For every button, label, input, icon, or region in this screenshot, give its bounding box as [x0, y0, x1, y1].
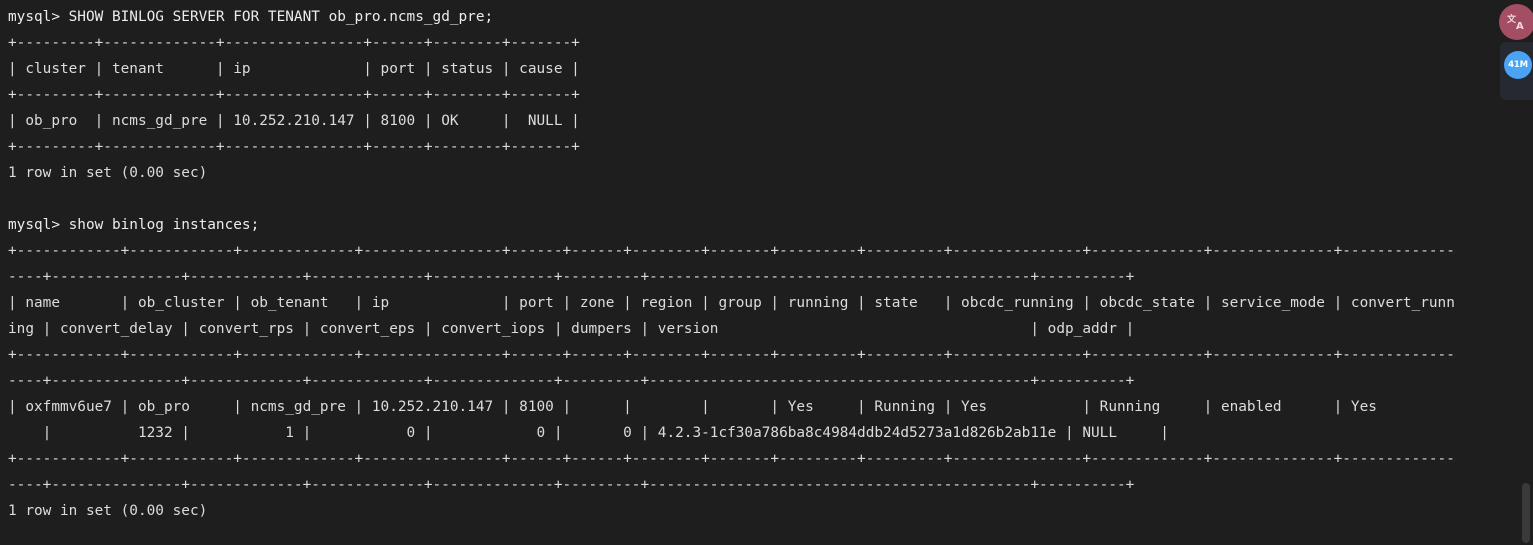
table-border-line: ----+---------------+-------------+-----… — [8, 269, 1135, 285]
table-border-line: ----+---------------+-------------+-----… — [8, 373, 1135, 389]
svg-text:文: 文 — [1506, 13, 1517, 25]
command-line: mysql> show binlog instances; — [8, 217, 260, 233]
result-summary-line: 1 row in set (0.00 sec) — [8, 503, 208, 519]
table-row-line: | ob_pro | ncms_gd_pre | 10.252.210.147 … — [8, 113, 580, 129]
table-row-line: | 1232 | 1 | 0 | 0 | 0 | 4.2.3-1cf30a786… — [8, 425, 1169, 441]
translate-button[interactable]: 文 A — [1499, 4, 1533, 40]
table-border-line: +---------+-------------+---------------… — [8, 87, 580, 103]
table-border-line: +---------+-------------+---------------… — [8, 35, 580, 51]
command-line: mysql> SHOW BINLOG SERVER FOR TENANT ob_… — [8, 9, 494, 25]
memory-badge[interactable]: 41M — [1504, 51, 1532, 79]
scrollbar-thumb[interactable] — [1522, 483, 1530, 543]
table-row-line: ing | convert_delay | convert_rps | conv… — [8, 321, 1135, 337]
svg-text:A: A — [1516, 21, 1524, 32]
memory-badge-label: 41M — [1508, 60, 1528, 70]
table-row-line: | cluster | tenant | ip | port | status … — [8, 61, 580, 77]
table-border-line: +------------+------------+-------------… — [8, 451, 1455, 467]
translate-icon: 文 A — [1506, 11, 1528, 33]
table-border-line: ----+---------------+-------------+-----… — [8, 477, 1135, 493]
table-border-line: +------------+------------+-------------… — [8, 347, 1455, 363]
table-border-line: +------------+------------+-------------… — [8, 243, 1455, 259]
scrollbar[interactable] — [1519, 0, 1533, 545]
table-row-line: | name | ob_cluster | ob_tenant | ip | p… — [8, 295, 1455, 311]
table-row-line: | oxfmmv6ue7 | ob_pro | ncms_gd_pre | 10… — [8, 399, 1377, 415]
blank-line — [8, 186, 1513, 212]
terminal-output[interactable]: mysql> SHOW BINLOG SERVER FOR TENANT ob_… — [8, 4, 1513, 524]
result-summary-line: 1 row in set (0.00 sec) — [8, 165, 208, 181]
table-border-line: +---------+-------------+---------------… — [8, 139, 580, 155]
